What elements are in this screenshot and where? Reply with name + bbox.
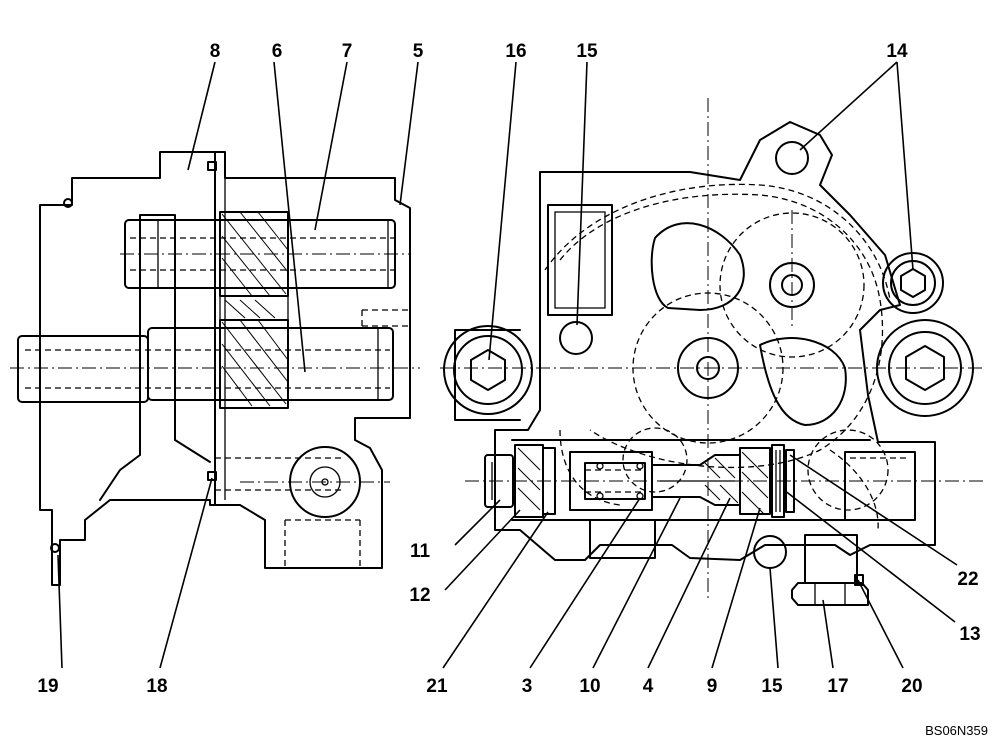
callout-7: 7	[342, 41, 353, 62]
callout-9: 9	[707, 676, 718, 697]
relief-valve-assembly	[484, 439, 916, 521]
callout-15-bottom: 15	[761, 676, 783, 697]
callout-3: 3	[522, 676, 533, 697]
outlet-kidney-port	[759, 337, 847, 426]
oring-19-nub	[50, 543, 60, 553]
callout-15-top: 15	[576, 41, 598, 62]
callout-6: 6	[272, 41, 283, 62]
hex-socket-bolt	[470, 349, 506, 391]
cover-plate	[99, 214, 211, 501]
callout-14: 14	[886, 41, 908, 62]
callout-4: 4	[643, 676, 654, 697]
front-housing-outline	[494, 121, 936, 561]
plug-17	[791, 534, 869, 606]
bolt-16-boss	[443, 325, 533, 415]
callout-12: 12	[409, 585, 430, 606]
callout-18: 18	[146, 676, 167, 697]
left-side-view	[10, 151, 420, 586]
callout-8: 8	[210, 41, 221, 62]
callout-16: 16	[505, 41, 526, 62]
callout-20: 20	[901, 676, 922, 697]
callout-22: 22	[957, 569, 978, 590]
leader-lines	[57, 61, 958, 669]
callout-21: 21	[426, 676, 448, 697]
outlet-port	[844, 451, 916, 521]
callout-19: 19	[37, 676, 58, 697]
oring-nub-top	[63, 198, 73, 208]
inlet-kidney-port	[650, 222, 745, 311]
washer-20	[854, 574, 864, 586]
callout-10: 10	[579, 676, 600, 697]
drawing-code: BS06N359	[925, 723, 988, 738]
callout-13: 13	[959, 624, 980, 645]
callout-labels: 8 6 7 5 16 15 14 11 12 19 18 21 3 10 4 9…	[37, 41, 980, 697]
drive-gear-shaft	[17, 319, 394, 409]
poppet-10	[651, 454, 741, 506]
right-front-view	[440, 98, 985, 606]
callout-5: 5	[413, 41, 424, 62]
oring-15-top	[559, 321, 593, 355]
oring-14-top	[775, 141, 809, 175]
callout-17: 17	[827, 676, 848, 697]
callout-11: 11	[410, 541, 431, 562]
oring-15-bottom	[753, 535, 787, 569]
